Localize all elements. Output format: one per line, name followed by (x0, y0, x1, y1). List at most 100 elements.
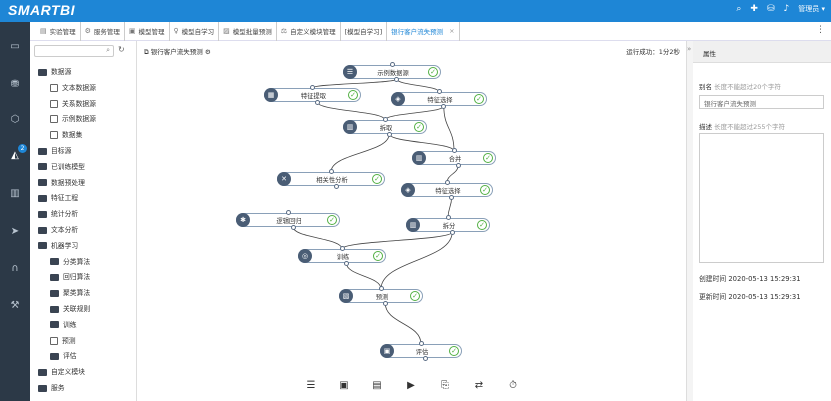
save-as-icon[interactable]: ▤ (372, 380, 382, 391)
node-port[interactable] (394, 77, 400, 82)
node-port[interactable] (418, 341, 424, 346)
node-port[interactable] (449, 230, 455, 235)
tools-icon[interactable]: ⚒ (10, 300, 20, 311)
run-icon[interactable]: ▶ (407, 380, 415, 391)
export-icon[interactable]: ⎘ (441, 380, 449, 391)
node-port[interactable] (436, 89, 442, 94)
node-port[interactable] (382, 301, 388, 306)
workflow-canvas[interactable]: ⧉ 银行客户流失预测 ⚙ 运行成功：1分2秒 ☰示例数据源✓▦特征提取✓◈特征选… (138, 41, 813, 401)
tab-bank-churn-prediction[interactable]: 银行客户流失预测× (387, 21, 460, 41)
tree-item[interactable]: 文本分析 (38, 223, 78, 237)
tree-item[interactable]: 分类算法 (50, 255, 90, 269)
bar-chart-icon[interactable]: ▥ (10, 188, 20, 199)
node-port[interactable] (441, 104, 447, 109)
node-port[interactable] (378, 286, 384, 291)
node-port[interactable] (445, 215, 451, 220)
workflow-node[interactable]: ▣评估✓ (380, 344, 462, 358)
node-port[interactable] (328, 169, 334, 174)
tree-item[interactable]: 回归算法 (50, 270, 90, 284)
tree-item[interactable]: 目标源 (38, 144, 71, 158)
tab-model-management[interactable]: ▣模型管理 (125, 21, 170, 41)
cube-icon[interactable]: ⬡ (10, 114, 20, 125)
node-port[interactable] (389, 62, 395, 67)
collapse-icon[interactable]: » (687, 45, 692, 53)
workflow-node[interactable]: ☰示例数据源✓ (343, 65, 441, 79)
node-port[interactable] (382, 117, 388, 122)
bell-icon[interactable]: ♪ (783, 4, 790, 14)
tree-item[interactable]: 预测 (50, 334, 76, 348)
workflow-node[interactable]: ▥合并✓ (412, 151, 496, 165)
node-port[interactable] (290, 225, 296, 230)
package-icon[interactable]: ⛁ (766, 4, 775, 14)
name-input[interactable]: 银行客户流失预测 (699, 95, 824, 109)
workflow-node[interactable]: ▦特征提取✓ (264, 88, 361, 102)
node-port[interactable] (314, 100, 320, 105)
node-port[interactable] (339, 246, 345, 251)
swap-icon[interactable]: ⇄ (474, 380, 484, 391)
gear-icon[interactable]: ⚙ (204, 48, 211, 56)
node-port[interactable] (285, 210, 291, 215)
workflow-node[interactable]: ◎训练✓ (298, 249, 386, 263)
tree-item[interactable]: 数据集 (50, 128, 82, 142)
tree-item[interactable]: 特征工程 (38, 191, 78, 205)
node-port[interactable] (444, 180, 450, 185)
headset-icon[interactable]: ∩ (11, 263, 19, 274)
edge-line (384, 105, 445, 121)
description-textarea[interactable] (699, 133, 824, 263)
tree-item[interactable]: 数据预处理 (38, 176, 85, 190)
tree-item[interactable]: 文本数据源 (50, 81, 96, 95)
node-port[interactable] (455, 163, 461, 168)
search-icon[interactable]: ⌕ (736, 4, 742, 14)
node-port[interactable] (451, 148, 457, 153)
tab-self-learning-bracket[interactable]: [模型自学习] (341, 21, 388, 41)
workflow-node[interactable]: ◈特征选择✓ (401, 183, 493, 197)
properties-tab[interactable]: 属性 (693, 41, 831, 63)
node-port[interactable] (310, 85, 315, 90)
tree-item[interactable]: 机器学习 (38, 239, 78, 253)
monitor-icon[interactable]: ▭ (10, 41, 20, 52)
workflow-node[interactable]: ✱逻辑回归✓ (236, 213, 340, 227)
tree-item[interactable]: 训练 (50, 318, 77, 332)
tree-item[interactable]: 服务 (38, 381, 65, 395)
tree-item[interactable]: 聚类算法 (50, 286, 90, 300)
workflow-node[interactable]: ◈特征选择✓ (391, 92, 487, 106)
tab-experiment-management[interactable]: ▤实验管理 (36, 21, 81, 41)
schedule-icon[interactable]: ⏱ (509, 380, 517, 391)
send-icon[interactable]: ➤ (10, 226, 20, 237)
node-port[interactable] (386, 132, 392, 137)
tree-search-input[interactable]: ⌕ (34, 45, 114, 57)
analysis-icon[interactable]: ◭2 (7, 144, 27, 163)
tree-item[interactable]: 统计分析 (38, 207, 78, 221)
tab-service-management[interactable]: ⚙服务管理 (81, 21, 125, 41)
database-icon[interactable]: ⛃ (10, 79, 20, 90)
user-menu[interactable]: 管理员 ▾ (798, 5, 825, 13)
add-icon[interactable]: ✚ (750, 4, 758, 14)
save-icon[interactable]: ▣ (339, 380, 349, 391)
node-port[interactable] (422, 356, 428, 361)
tree-item[interactable]: 关系数据源 (50, 97, 96, 111)
tree-item[interactable]: 关联规则 (50, 302, 90, 316)
refresh-icon[interactable]: ↻ (118, 45, 125, 54)
node-port[interactable] (449, 195, 455, 200)
workflow-node[interactable]: ▧预测✓ (339, 289, 423, 303)
tab-model-self-learning[interactable]: ♀模型自学习 (170, 21, 220, 41)
workflow-node[interactable]: ▥拆取✓ (343, 120, 427, 134)
node-port[interactable] (343, 261, 349, 266)
folder-icon (38, 384, 47, 392)
more-icon[interactable]: ⋮ (816, 25, 825, 35)
tree-item[interactable]: 数据源 (38, 65, 71, 79)
tree-item[interactable]: 自定义模块 (38, 365, 85, 379)
workflow-node[interactable]: ▥拆分✓ (406, 218, 490, 232)
tree-item[interactable]: 已训练模型 (38, 160, 85, 174)
close-icon[interactable]: × (449, 27, 455, 35)
panel-splitter[interactable]: » (687, 41, 693, 401)
node-port[interactable] (333, 184, 339, 189)
workflow-node[interactable]: ✕相关性分析✓ (277, 172, 385, 186)
tab-batch-prediction[interactable]: ▨模型批量预测 (219, 21, 277, 41)
node-icon: ▦ (264, 88, 278, 102)
tree-item[interactable]: 评估 (50, 349, 77, 363)
list-icon[interactable]: ☰ (306, 380, 316, 391)
tab-icon: ⚖ (280, 27, 288, 35)
tree-item[interactable]: 示例数据源 (50, 112, 96, 126)
tab-custom-module-management[interactable]: ⚖自定义模块管理 (277, 21, 341, 41)
